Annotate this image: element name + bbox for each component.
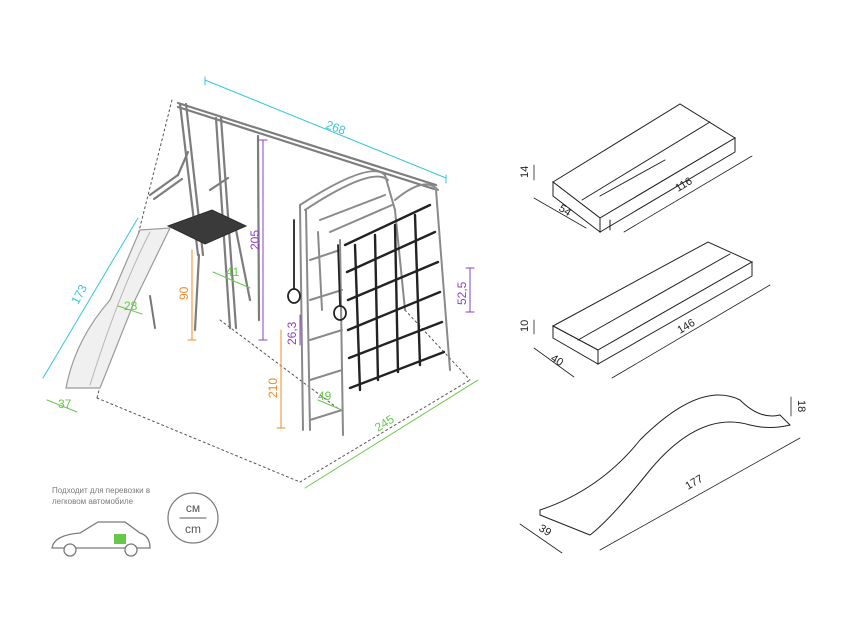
label-total-length: 268 xyxy=(324,118,348,138)
dim-net-panel xyxy=(465,267,475,313)
box2-width: 40 xyxy=(548,352,565,369)
label-base-length: 245 xyxy=(372,412,397,435)
dim-base-length xyxy=(304,379,479,489)
box1-width: 54 xyxy=(556,202,573,219)
units-top: см xyxy=(186,501,200,515)
swing-frame xyxy=(148,101,438,332)
dim-net-height xyxy=(276,329,286,429)
slide xyxy=(65,227,171,389)
label-slide-width: 37 xyxy=(58,397,72,411)
transport-note: Подходит для перевозки в легковом автомо… xyxy=(52,486,151,506)
dim-platform-height xyxy=(187,249,197,341)
dim-green xyxy=(46,271,343,413)
dim-slide-length xyxy=(42,217,139,379)
package-box-1 xyxy=(552,103,736,234)
car-icon xyxy=(51,521,151,557)
climbing-net xyxy=(343,203,446,392)
label-slide-length: 173 xyxy=(68,282,90,307)
label-net-height: 210 xyxy=(266,378,280,398)
box2-height: 10 xyxy=(519,320,531,332)
slide-pkg-height: 18 xyxy=(795,400,807,412)
label-ring-height: 26,3 xyxy=(285,321,299,345)
gym-rings xyxy=(287,219,347,321)
package-dims xyxy=(519,155,801,554)
box2-length: 146 xyxy=(675,317,697,337)
slide-pkg-length: 177 xyxy=(683,473,705,493)
platform xyxy=(166,209,248,245)
label-net-panel: 52,5 xyxy=(455,281,469,305)
label-slide-inner: 28 xyxy=(124,299,138,313)
package-box-2 xyxy=(551,241,754,365)
label-net-bottom: 49 xyxy=(318,389,332,403)
dim-total-length xyxy=(204,76,447,184)
climbing-frame xyxy=(299,170,451,436)
package-slide xyxy=(539,394,791,536)
label-platform-height: 90 xyxy=(177,286,191,300)
units-bottom: cm xyxy=(185,522,201,536)
ground-outline xyxy=(96,99,471,483)
slide-pkg-width: 39 xyxy=(536,522,553,539)
box1-height: 14 xyxy=(519,166,531,178)
units-cm-icon xyxy=(167,492,219,544)
label-platform-width: 41 xyxy=(226,265,240,279)
label-frame-height: 205 xyxy=(248,230,262,250)
dim-frame-height xyxy=(258,139,268,341)
